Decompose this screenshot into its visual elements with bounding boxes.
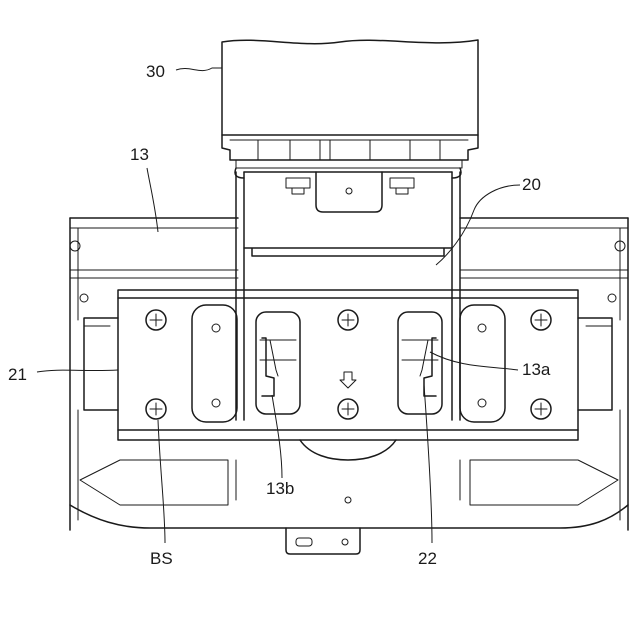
leader-lines xyxy=(37,68,520,543)
component-30 xyxy=(222,40,478,168)
hook-slot-13b xyxy=(256,312,300,414)
bracket-20 xyxy=(235,168,461,420)
screw-top-right xyxy=(531,310,551,330)
label-13b: 13b xyxy=(266,479,294,498)
label-13a: 13a xyxy=(522,360,551,379)
label-13: 13 xyxy=(130,145,149,164)
screw-bs-bottom-left xyxy=(146,399,166,419)
label-bs: BS xyxy=(150,549,173,568)
label-22: 22 xyxy=(418,549,437,568)
screw-bottom-right xyxy=(531,399,551,419)
down-arrow-icon xyxy=(340,372,356,388)
screw-bottom-center xyxy=(338,399,358,419)
hook-slot-13a xyxy=(398,312,442,414)
label-21: 21 xyxy=(8,365,27,384)
label-20: 20 xyxy=(522,175,541,194)
lower-structure xyxy=(286,440,396,554)
screw-bs-top-left xyxy=(146,310,166,330)
label-30: 30 xyxy=(146,62,165,81)
screw-top-center xyxy=(338,310,358,330)
